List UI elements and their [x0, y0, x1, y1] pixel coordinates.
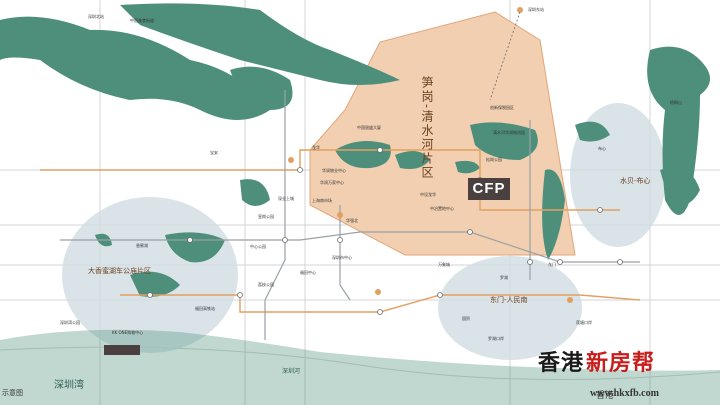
poi-label: 华强北 [346, 218, 358, 223]
district-label-dongmen: 东门-人民南 [490, 296, 528, 304]
watermark-name-b: 新房帮 [586, 351, 656, 376]
poi-label: 香蜜湖 [136, 243, 148, 248]
poi-label: 万象城 [438, 262, 450, 267]
poi-label: 华润万家中心 [320, 180, 344, 185]
poi-label: 上海南市场 [312, 198, 332, 203]
dongmen-bubble [438, 256, 582, 360]
poi-markers [288, 7, 573, 303]
poi-label: 福田高铁站 [195, 306, 215, 311]
poi-label: 东门 [548, 262, 556, 267]
poi-label: 福田中心 [300, 270, 316, 275]
poi-label: 龙华 [312, 145, 320, 150]
water-label-bay: 深圳湾 [54, 380, 84, 391]
district-label-buji: 水贝-布心 [620, 177, 651, 185]
poi-label: 皇岗公园 [258, 214, 274, 219]
poi-label: 松岗公园 [486, 157, 502, 162]
poi-label: 中国银盛大厦 [357, 125, 381, 130]
project-tag-west[interactable] [104, 345, 140, 355]
map-title: 示意图 [2, 389, 23, 397]
poi-label: 中国美食街道 [130, 18, 154, 23]
water-areas [0, 3, 720, 405]
poi-label: 布心 [598, 146, 606, 151]
water-label-hk: 香港 [596, 391, 615, 401]
poi-label: 罗湖 [500, 275, 508, 280]
water-label-river: 深圳河 [282, 368, 301, 375]
poi-label: 宝安 [210, 150, 218, 155]
poi-label: 深圳市中心 [332, 255, 352, 260]
project-logo[interactable]: CFP [468, 178, 510, 200]
watermark-url: www.hkxfb.com [590, 388, 659, 399]
poi-label: 中心公园 [250, 244, 266, 249]
poi-label: KK ONE购物中心 [112, 330, 144, 335]
poi-label: 创新保税园区 [490, 105, 514, 110]
metro-gray [60, 90, 640, 340]
poi-label: 深圳湾公园 [60, 320, 80, 325]
poi-label: 华润物业中心 [322, 168, 346, 173]
watermark-name-a: 香港 [538, 351, 585, 376]
poi-label: 深业上城 [278, 196, 294, 201]
poi-label: 罗湖口岸 [488, 336, 504, 341]
stations [147, 147, 623, 315]
poi-label: 梧桐山 [670, 100, 682, 105]
poi-label: 清水河华润物流园 [493, 130, 525, 135]
poi-label: 荔枝公园 [258, 282, 274, 287]
poi-label: 深圳东站 [528, 7, 544, 12]
poi-label: 中设龙华 [420, 192, 436, 197]
district-label-lake: 大香蜜湖车公庙片区 [88, 267, 151, 275]
poi-label: 国贸 [462, 316, 470, 321]
poi-label: 深圳北站 [88, 14, 104, 19]
poi-label: 莲塘口岸 [576, 320, 592, 325]
district-label-main: 笋岗-清水河片区 [420, 76, 434, 181]
poi-label: 中冶置地中心 [430, 206, 454, 211]
